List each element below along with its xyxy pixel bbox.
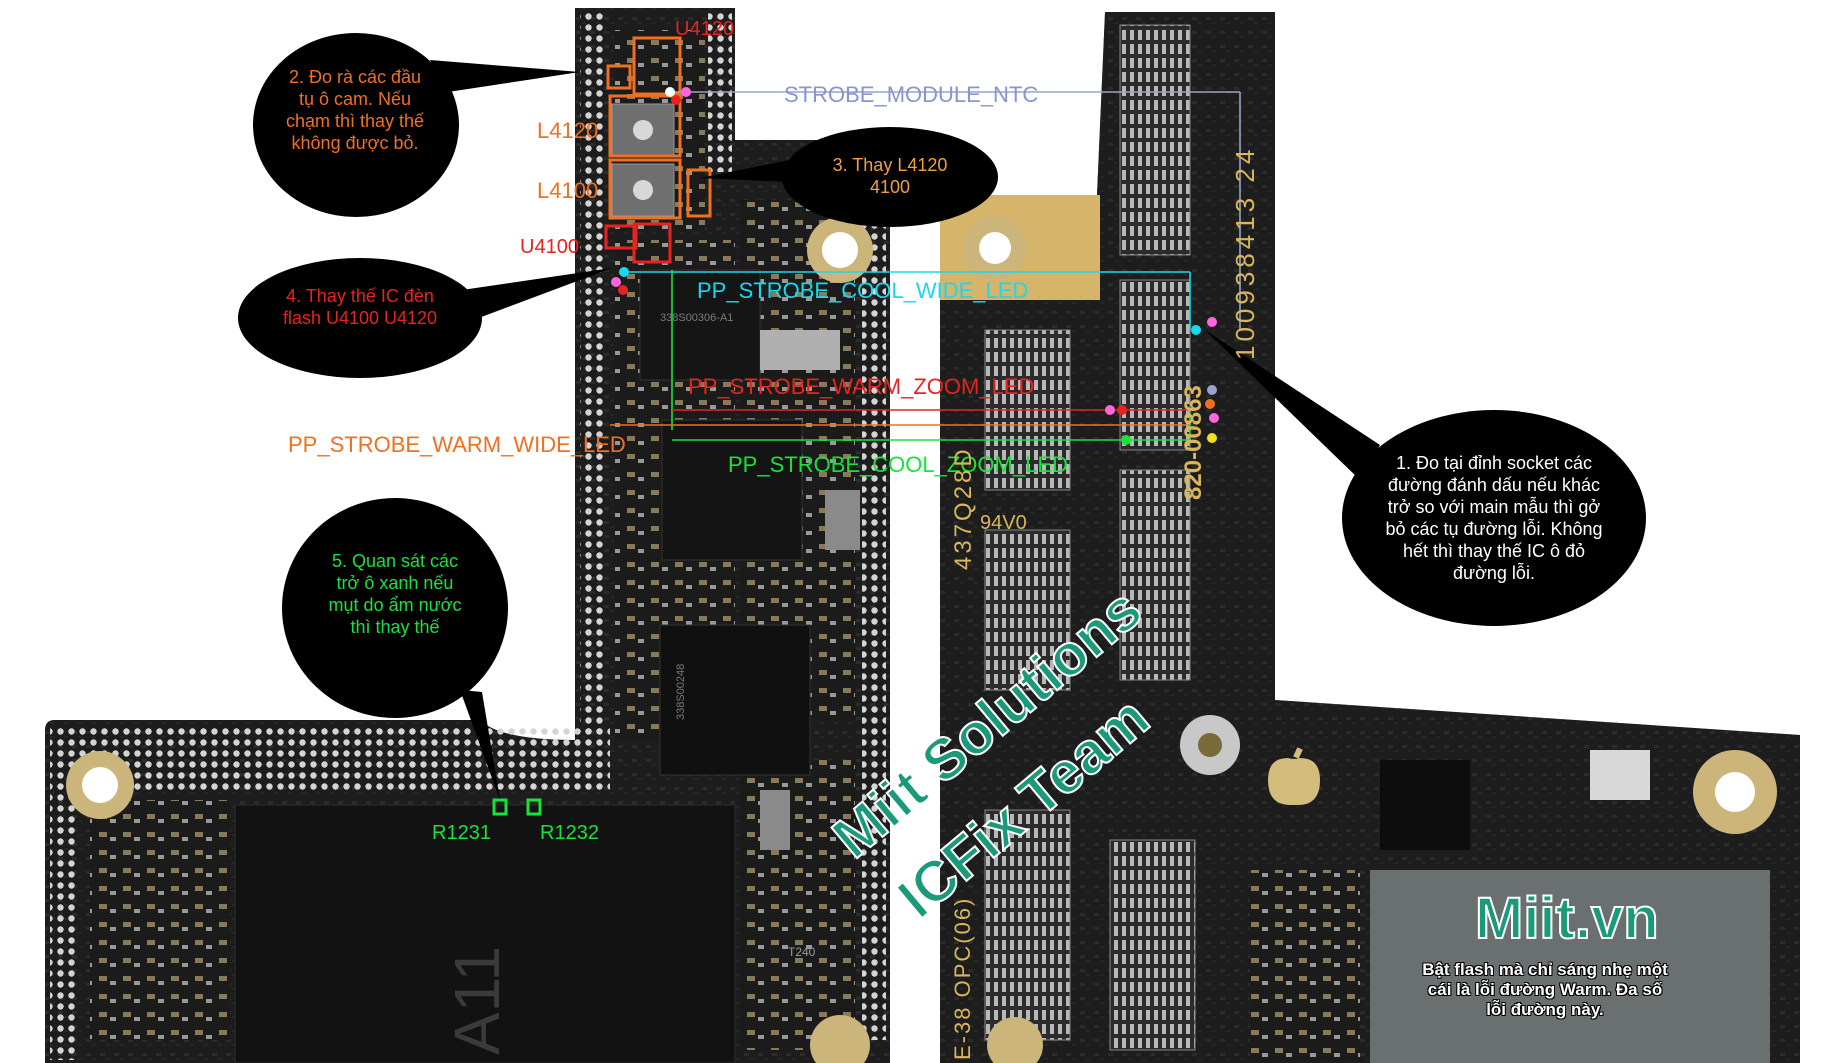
- callout-4: 4. Thay thế IC đèn flash U4100 U4120: [282, 286, 438, 328]
- net-cool-zoom: PP_STROBE_COOL_ZOOM_LED: [728, 452, 1068, 477]
- chip-mid: 338S00248: [675, 663, 687, 720]
- net-strobe-module-ntc: STROBE_MODULE_NTC: [784, 82, 1039, 107]
- watermark-note: Bật flash mà chỉ sáng nhẹ một cái là lỗi…: [1422, 960, 1668, 1019]
- board-code: 437Q28D: [950, 446, 977, 570]
- net-cool-wide: PP_STROBE_COOL_WIDE_LED: [697, 278, 1029, 303]
- right-board: [940, 12, 1800, 1063]
- board-ref: E-38 OPC(06): [950, 896, 975, 1060]
- chip-t240: T240: [788, 945, 816, 959]
- label-u4120: U4120: [675, 18, 734, 40]
- board-serial: 820-00863: [1180, 385, 1207, 500]
- chip-top: 338S00306-A1: [660, 312, 734, 324]
- callout-3: 3. Thay L4120 4100: [832, 155, 948, 197]
- board-part-number: 100938413 24: [1230, 145, 1260, 360]
- marker-boxes: [492, 36, 712, 816]
- board-rating: 94V0: [980, 512, 1027, 534]
- site-logo: Miit.vn: [1474, 885, 1660, 952]
- callout-1: 1. Đo tại đỉnh socket các đường đánh dấu…: [1385, 453, 1603, 583]
- callout-5: 5. Quan sát các trở ô xanh nếu mụt do ẩm…: [328, 551, 462, 637]
- label-r1231: R1231: [432, 822, 491, 844]
- net-warm-wide: PP_STROBE_WARM_WIDE_LED: [288, 432, 626, 457]
- label-u4100: U4100: [520, 236, 579, 258]
- callout-shapes: [238, 33, 1646, 800]
- label-r1232: R1232: [540, 822, 599, 844]
- chip-a11: A11: [441, 945, 513, 1055]
- callout-2: 2. Đo rà các đầu tụ ô cam. Nếu chạm thì …: [285, 67, 425, 153]
- label-l4100: L4100: [537, 178, 599, 203]
- label-l4120: L4120: [537, 118, 599, 143]
- probe-dots: [611, 87, 1219, 445]
- net-warm-zoom: PP_STROBE_WARM_ZOOM_LED: [688, 374, 1035, 399]
- signal-lines: [610, 91, 1241, 441]
